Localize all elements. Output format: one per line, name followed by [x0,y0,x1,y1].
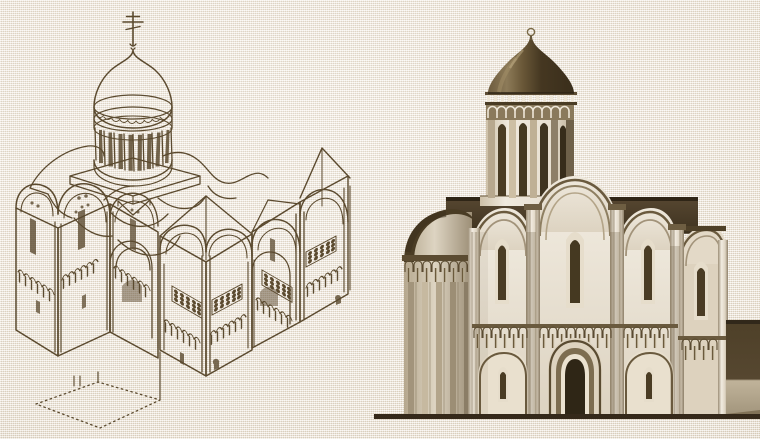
apse [402,209,477,415]
arcature-belt [472,324,726,361]
portal [548,338,602,415]
vault-contours [29,145,269,256]
recessed-bay-right [251,251,291,331]
dome-cross-icon [122,11,144,51]
zakomara-center [532,176,618,232]
facade-right-bays [251,147,351,349]
drum-arcature-band [486,104,574,120]
figure-facade-elevation [368,0,760,439]
upper-windows [495,232,708,320]
drum-windows [498,123,566,196]
facade-pilasters [468,204,728,415]
drum-dentil-cornice [485,92,577,105]
recessed-bay [109,240,153,339]
ground-line [374,414,760,419]
drum-dentil-band [95,114,169,124]
facade-left-bays [15,183,159,359]
figure-axonometric-reconstruction [15,11,351,429]
front-tower [157,195,255,377]
cast-shadows [472,232,680,415]
drum-colonnettes [488,118,574,198]
lower-windows [498,367,654,402]
dome [488,36,574,93]
annex [726,320,760,415]
dome-finial [526,27,536,40]
footprint-outline-dotted [35,381,161,429]
drum-colonnettes [94,127,173,172]
